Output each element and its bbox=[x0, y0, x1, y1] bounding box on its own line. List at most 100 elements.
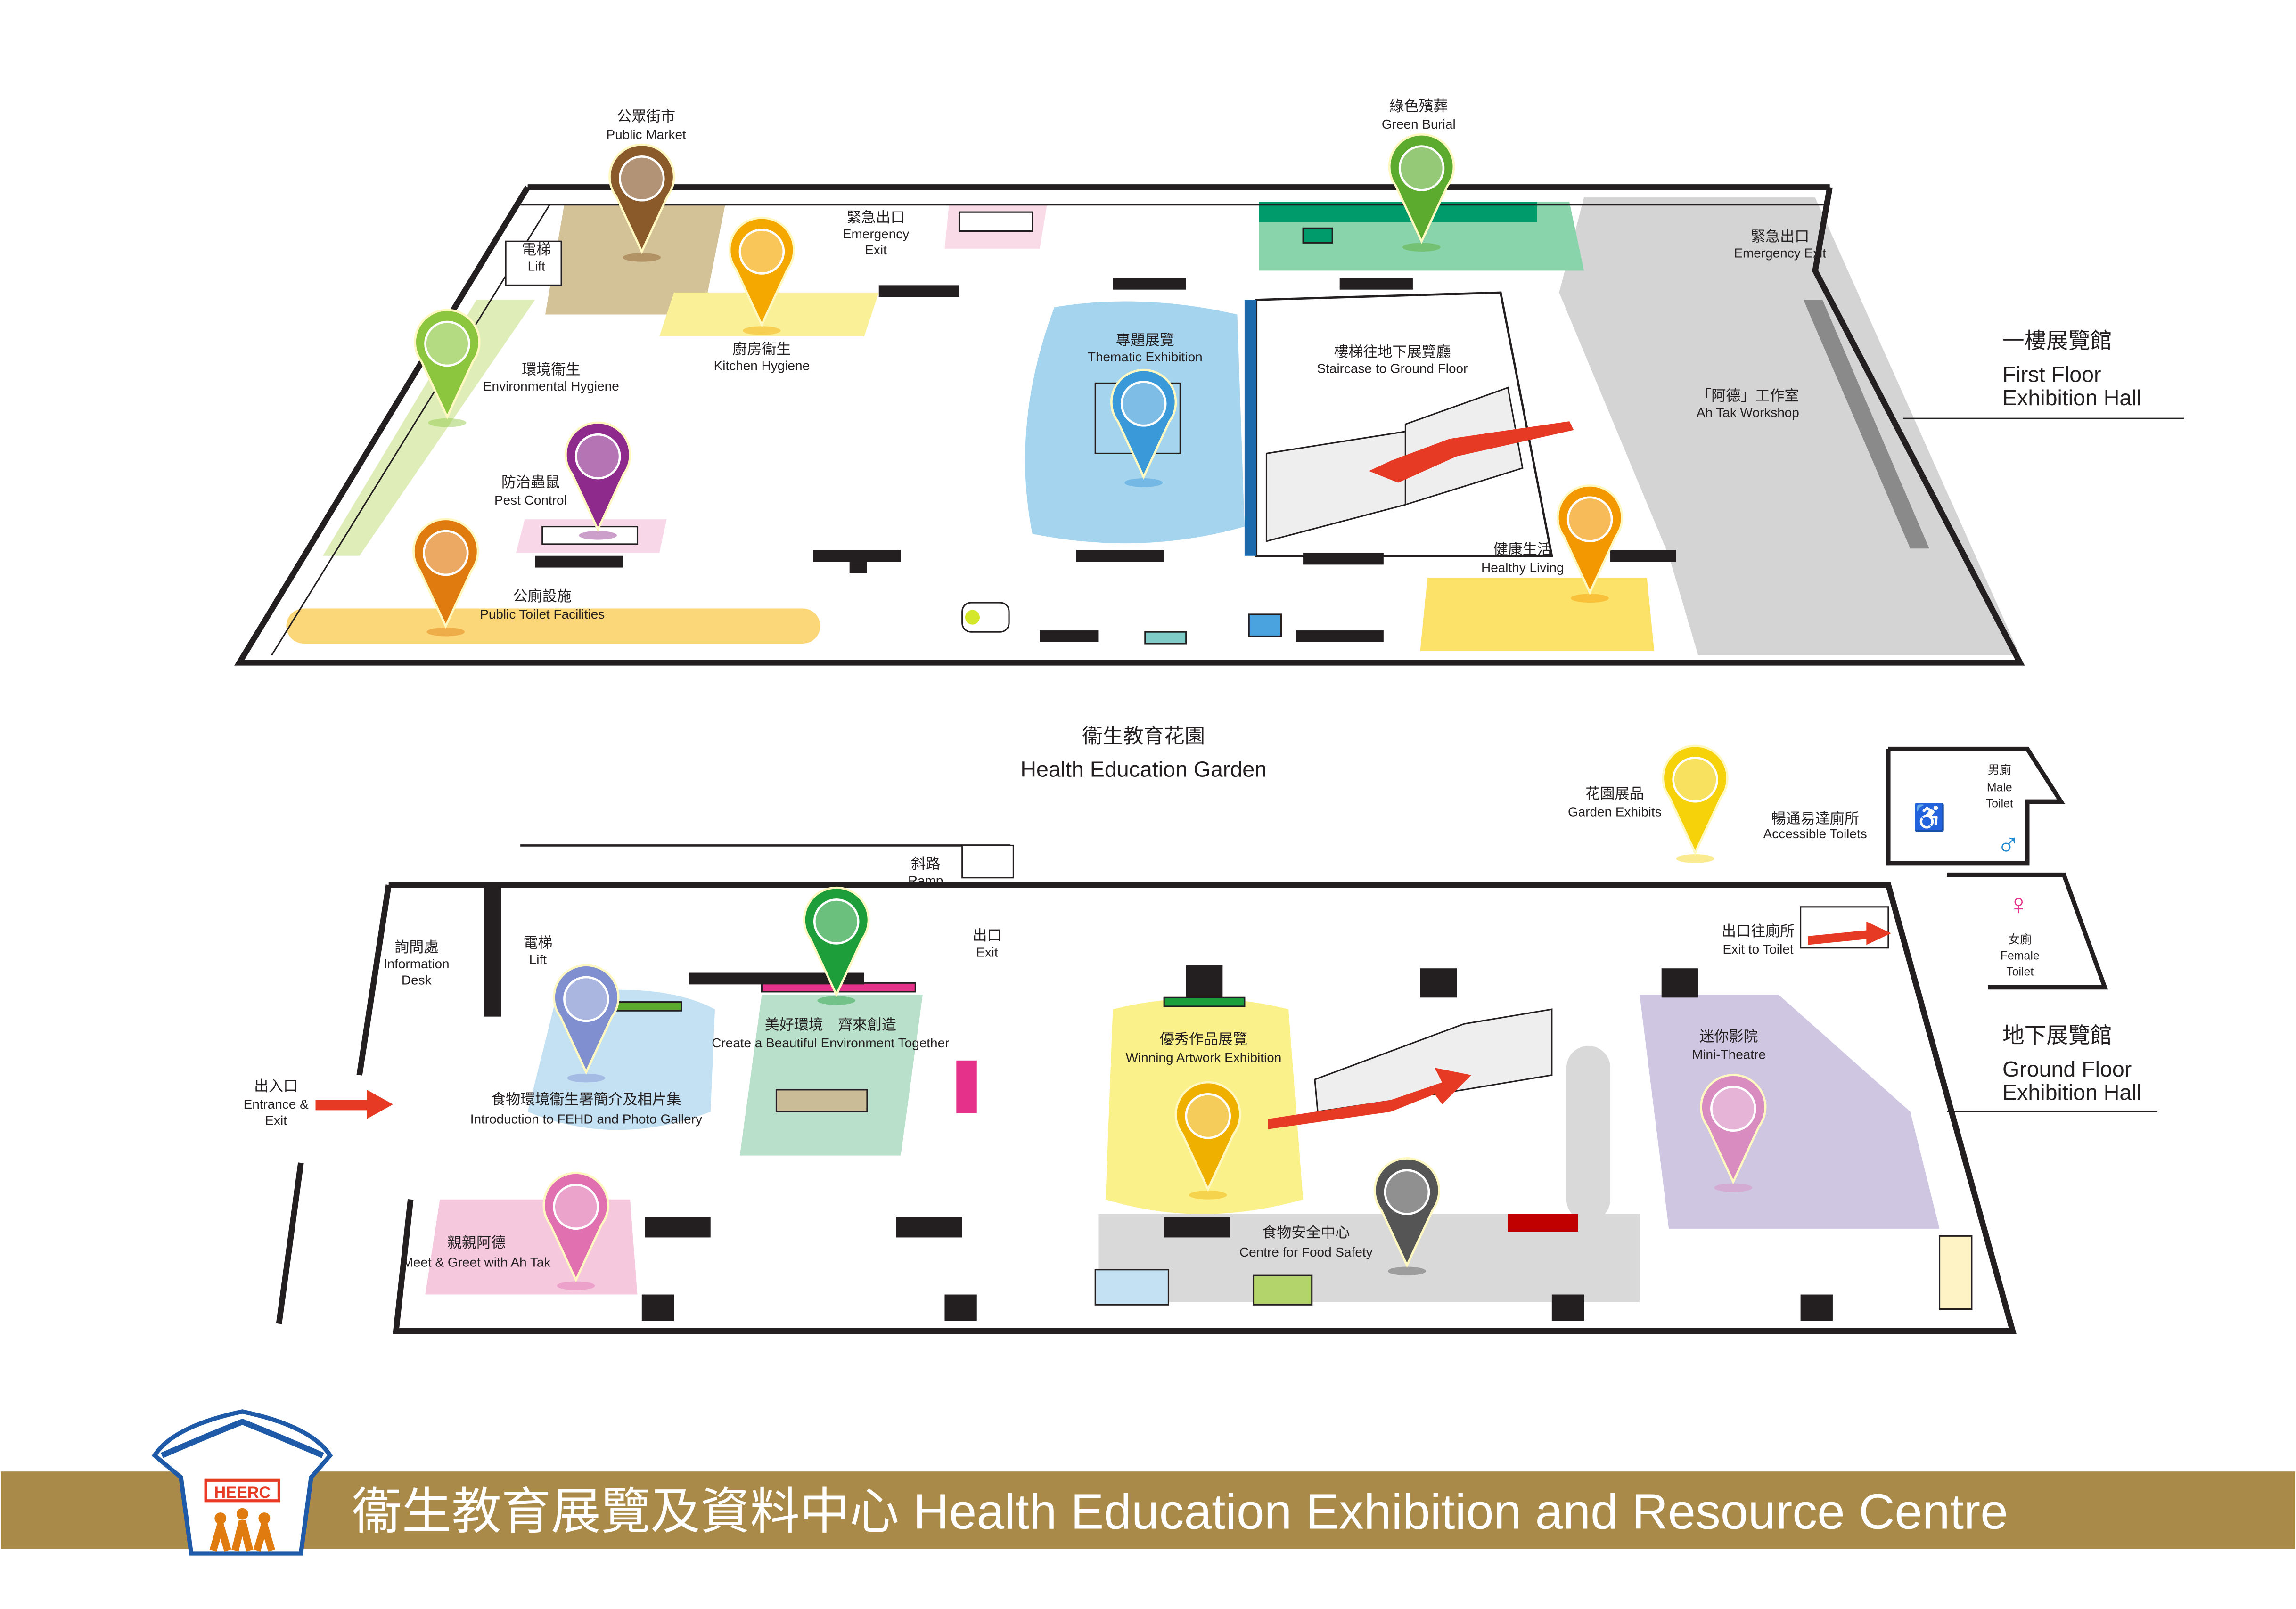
robot-icon bbox=[1673, 758, 1717, 802]
pin-shadow bbox=[817, 996, 856, 1005]
workshop-wall bbox=[1803, 300, 1929, 549]
pin-marker bbox=[542, 1172, 609, 1283]
pin-marker bbox=[1556, 484, 1624, 595]
wheelchair-icon: ♿ bbox=[1913, 802, 1946, 833]
pin-marker bbox=[1662, 744, 1729, 856]
label-emergency-exit-right-en: Emergency Exit bbox=[1734, 245, 1826, 260]
label-emergency-exit-en2: Exit bbox=[865, 243, 887, 257]
pin-marker bbox=[803, 886, 870, 997]
label-exit-toilet-zh: 出口往廁所 bbox=[1722, 923, 1795, 940]
label-fehd-zh: 食物環境衞生署簡介及相片集 bbox=[491, 1091, 681, 1108]
label-pest-zh: 防治蟲鼠 bbox=[501, 474, 560, 491]
pin-thematic-exhibition[interactable] bbox=[1110, 368, 1177, 487]
label-female-en1: Female bbox=[2001, 950, 2040, 963]
label-fehd-en: Introduction to FEHD and Photo Gallery bbox=[470, 1111, 702, 1126]
pin-shadow bbox=[426, 627, 465, 637]
gf-left-wall bbox=[356, 884, 392, 1076]
pin-garden-exhibits[interactable] bbox=[1662, 744, 1729, 863]
person-icon bbox=[1568, 497, 1612, 541]
pin-healthy-living[interactable] bbox=[1556, 484, 1624, 603]
label-artwork-zh: 優秀作品展覽 bbox=[1160, 1031, 1247, 1048]
food-safety-icon bbox=[1385, 1170, 1429, 1214]
food-safety-cart bbox=[1252, 1274, 1313, 1306]
toilet-facilities-zone bbox=[286, 608, 820, 644]
label-lift-zh: 電梯 bbox=[522, 241, 551, 258]
pin-food-safety[interactable] bbox=[1373, 1157, 1441, 1276]
pin-shadow bbox=[743, 326, 781, 335]
pin-pest-control[interactable] bbox=[565, 421, 631, 540]
pin-shadow bbox=[428, 418, 467, 427]
footer-band bbox=[1, 1471, 2295, 1549]
label-staircase-zh: 樓梯往地下展覽廳 bbox=[1334, 344, 1451, 361]
label-emergency-exit-zh: 緊急出口 bbox=[846, 209, 905, 226]
ff-hall-title-zh: 一樓展覽館 bbox=[2002, 328, 2112, 353]
first-floor-plan bbox=[234, 184, 2025, 666]
label-public-market-zh: 公眾街市 bbox=[617, 108, 675, 125]
label-thematic-zh: 專題展覽 bbox=[1116, 332, 1174, 349]
toilet-icon bbox=[424, 531, 468, 575]
pin-ring bbox=[1672, 756, 1718, 803]
pin-green-burial[interactable] bbox=[1388, 133, 1455, 252]
pin-marker bbox=[1110, 368, 1177, 480]
label-kitchen-en: Kitchen Hygiene bbox=[714, 358, 810, 373]
label-ah-tak-zh: 親親阿德 bbox=[447, 1234, 506, 1251]
pin-ring bbox=[1710, 1086, 1756, 1132]
label-staircase-en: Staircase to Ground Floor bbox=[1317, 361, 1468, 376]
pin-shadow bbox=[623, 253, 661, 262]
bin-light bbox=[965, 610, 980, 625]
theatre-icon bbox=[1711, 1086, 1755, 1131]
label-garden-exhibits-en: Garden Exhibits bbox=[1568, 804, 1662, 819]
label-theatre-zh: 迷你影院 bbox=[1699, 1028, 1758, 1045]
pin-marker bbox=[1388, 133, 1455, 244]
pin-marker bbox=[608, 143, 675, 254]
label-toilet-en: Public Toilet Facilities bbox=[480, 607, 605, 621]
pin-environmental-hygiene[interactable] bbox=[414, 309, 481, 427]
ff-lift bbox=[505, 240, 562, 286]
label-entrance-zh: 出入口 bbox=[254, 1078, 298, 1095]
small-exhibit-blue bbox=[1248, 613, 1282, 637]
label-male-zh: 男廁 bbox=[1988, 763, 2011, 776]
pin-marker bbox=[553, 964, 620, 1075]
label-ramp-zh: 斜路 bbox=[911, 856, 940, 873]
label-workshop-en: Ah Tak Workshop bbox=[1697, 405, 1799, 420]
green-burial-bar bbox=[1259, 202, 1537, 222]
ff-inner-wall bbox=[271, 204, 550, 656]
label-accessible-en: Accessible Toilets bbox=[1763, 826, 1867, 841]
ff-hall-title-en2: Exhibition Hall bbox=[2002, 385, 2141, 410]
label-info-desk-zh: 詢問處 bbox=[394, 939, 438, 956]
entrance-arrow-icon bbox=[315, 1089, 394, 1119]
public-market-zone bbox=[545, 204, 725, 315]
pin-public-market[interactable] bbox=[608, 143, 675, 262]
label-info-desk-en2: Desk bbox=[402, 972, 432, 987]
pin-create-beautiful[interactable] bbox=[803, 886, 870, 1005]
pin-ring bbox=[574, 433, 621, 480]
pin-kitchen-hygiene[interactable] bbox=[728, 216, 795, 335]
rainbow-icon bbox=[814, 899, 859, 944]
label-garden-exhibits-zh: 花園展品 bbox=[1585, 785, 1644, 802]
pin-mini-theatre[interactable] bbox=[1700, 1074, 1767, 1192]
label-emergency-exit-en1: Emergency bbox=[843, 227, 909, 241]
label-ah-tak-en: Meet & Greet with Ah Tak bbox=[402, 1255, 551, 1270]
gf-hall-title-en1: Ground Floor bbox=[2002, 1057, 2132, 1081]
label-create-zh: 美好環境 齊來創造 bbox=[765, 1017, 896, 1034]
label-create-en: Create a Beautiful Environment Together bbox=[712, 1036, 949, 1050]
staircase-wall bbox=[1244, 300, 1256, 556]
label-food-safety-zh: 食物安全中心 bbox=[1262, 1224, 1350, 1241]
fehd-board bbox=[615, 1001, 682, 1012]
label-exit-en: Exit bbox=[976, 945, 998, 959]
pin-shadow bbox=[1714, 1183, 1753, 1192]
label-workshop-zh: 「阿德」工作室 bbox=[1697, 388, 1799, 405]
label-gf-lift-zh: 電梯 bbox=[523, 935, 552, 952]
exhibit-icon bbox=[1122, 382, 1166, 426]
pin-fehd-intro[interactable] bbox=[553, 964, 620, 1083]
pin-shadow bbox=[1676, 854, 1714, 863]
pin-marker bbox=[414, 309, 481, 420]
pin-ah-tak[interactable] bbox=[542, 1172, 609, 1290]
pin-public-toilet[interactable] bbox=[412, 518, 479, 637]
staircase-up-arrow-icon bbox=[1268, 1068, 1472, 1129]
fehd-logo-icon bbox=[564, 977, 608, 1021]
label-lift-en: Lift bbox=[528, 259, 546, 273]
pin-winning-artwork[interactable] bbox=[1174, 1081, 1241, 1200]
gf-hall-title-zh: 地下展覽館 bbox=[2002, 1023, 2112, 1048]
